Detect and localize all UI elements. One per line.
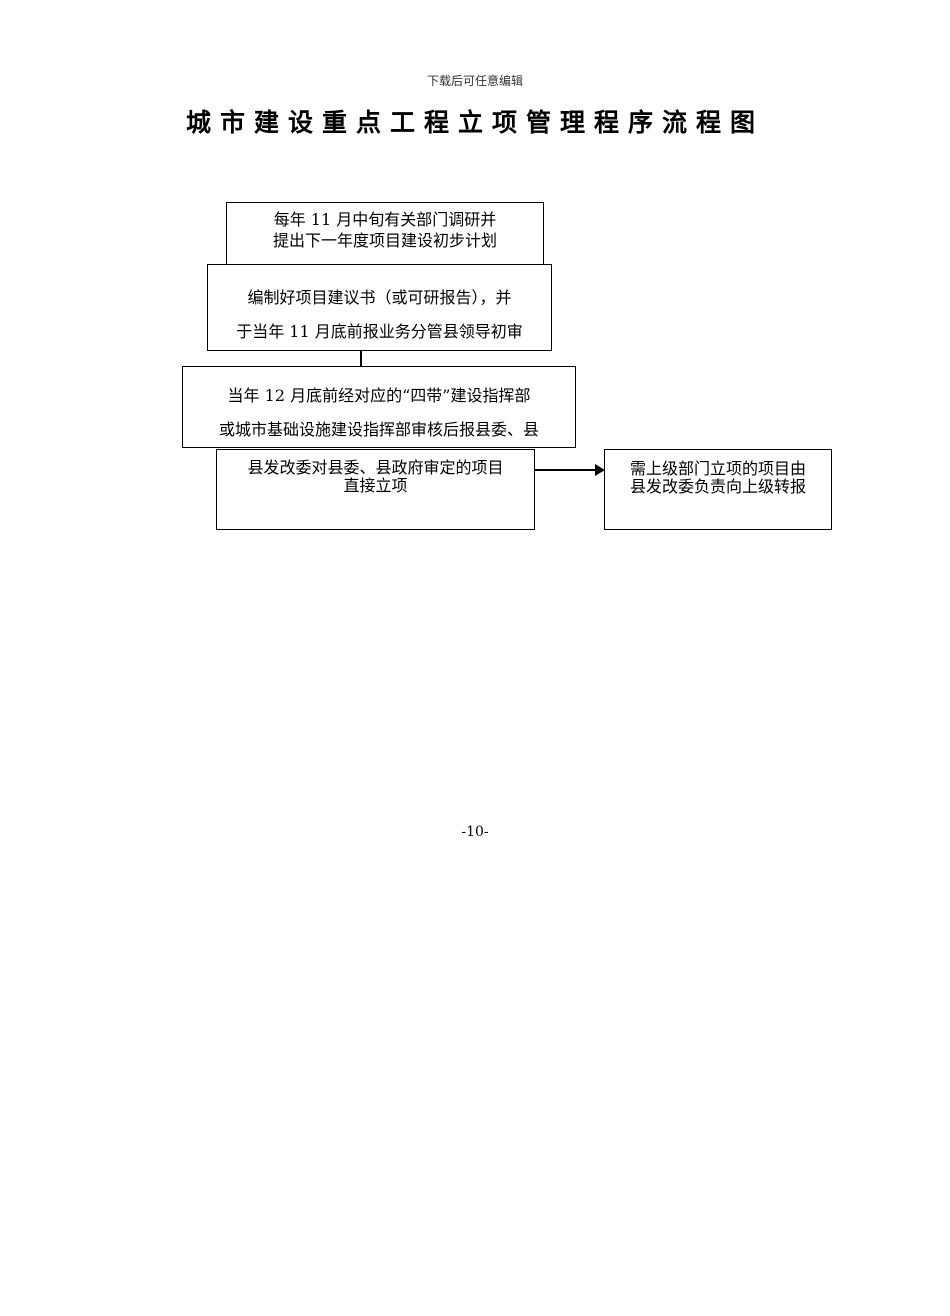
node-text: 或城市基础设施建设指挥部审核后报县委、县 — [218, 420, 539, 439]
node-text: 提出下一年度项目建设初步计划 — [272, 231, 497, 250]
node-text: 于当年 11 月底前报业务分管县领导初审 — [236, 322, 523, 341]
flow-node-command-review: 当年 12 月底前经对应的“四带”建设指挥部 或城市基础设施建设指挥部审核后报县… — [182, 366, 576, 448]
node-text: 需上级部门立项的项目由 — [629, 459, 806, 478]
arrow-right-icon — [595, 464, 605, 476]
page-title: 城市建设重点工程立项管理程序流程图 — [185, 108, 764, 137]
flow-node-direct-approval: 县发改委对县委、县政府审定的项目 直接立项 — [216, 449, 535, 530]
header-note: 下载后可任意编辑 — [426, 74, 523, 88]
node-text: 编制好项目建议书（或可研报告），并 — [247, 288, 512, 307]
node-text: 每年 11 月中旬有关部门调研并 — [273, 210, 497, 229]
flow-node-annual-survey: 每年 11 月中旬有关部门调研并 提出下一年度项目建设初步计划 — [226, 202, 544, 266]
page-number: -10- — [461, 824, 489, 840]
flow-node-upper-level-report: 需上级部门立项的项目由 县发改委负责向上级转报 — [604, 449, 832, 530]
node-text: 县发改委对县委、县政府审定的项目 — [247, 458, 504, 477]
connector-step4-step5 — [535, 469, 597, 471]
node-text: 县发改委负责向上级转报 — [629, 477, 806, 496]
flow-node-project-proposal: 编制好项目建议书（或可研报告），并 于当年 11 月底前报业务分管县领导初审 — [207, 264, 552, 351]
node-text: 当年 12 月底前经对应的“四带”建设指挥部 — [227, 386, 531, 405]
node-text: 直接立项 — [343, 476, 408, 495]
